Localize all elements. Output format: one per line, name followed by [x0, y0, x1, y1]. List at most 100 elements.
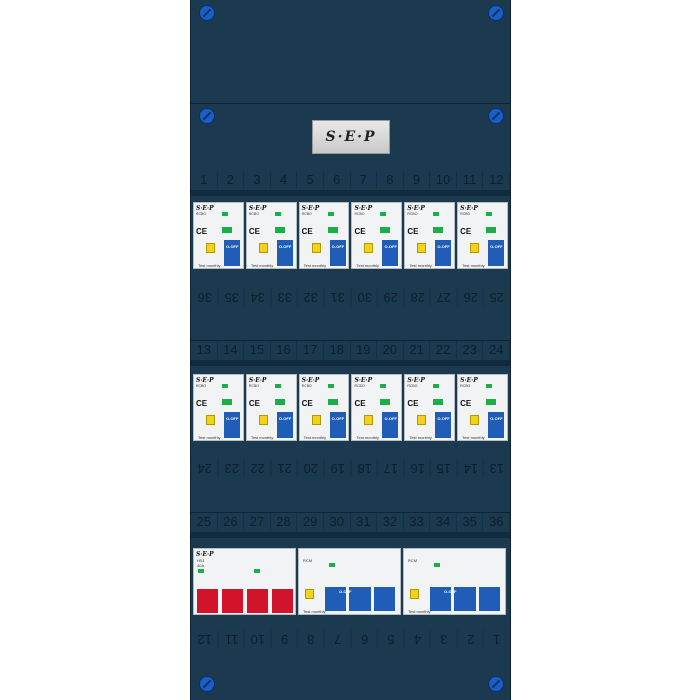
breaker-logo: S·E·P [460, 205, 478, 212]
test-button[interactable] [364, 243, 374, 253]
circuit-number: 25 [191, 513, 218, 531]
ce-mark: CE [407, 399, 419, 408]
breaker-logo: S·E·P [354, 205, 373, 212]
circuit-number: 5 [377, 630, 404, 648]
indicator [329, 563, 335, 567]
test-button[interactable] [470, 243, 480, 253]
test-label: Test monthly [303, 263, 327, 268]
circuit-number: 12 [191, 630, 218, 648]
circuit-number: 32 [297, 288, 324, 306]
circuit-number: 1 [483, 630, 510, 648]
breaker-handle[interactable]: O-OFF [224, 412, 240, 438]
breaker-handle[interactable]: O-OFF [329, 240, 346, 266]
test-button[interactable] [417, 415, 427, 425]
ce-mark: CE [248, 399, 260, 408]
rcd-handle[interactable] [430, 587, 500, 611]
test-label: Test monthly [198, 435, 221, 440]
circuit-number: 35 [457, 513, 484, 531]
breaker-handle[interactable]: O-OFF [276, 412, 293, 438]
breaker-handle[interactable]: O-OFF [224, 240, 240, 266]
test-button[interactable] [470, 415, 480, 425]
test-button[interactable] [364, 415, 374, 425]
main-switch-handle[interactable] [197, 589, 293, 613]
breaker-label: RCBO [407, 212, 418, 216]
indicator [380, 399, 391, 405]
circuit-number: 15 [244, 341, 271, 359]
main-switch[interactable]: S·E·P HS1 40A [193, 548, 296, 615]
breaker-logo: S·E·P [301, 377, 320, 384]
test-button[interactable] [258, 243, 268, 253]
screw-icon [199, 5, 215, 21]
breaker-logo: S·E·P [354, 377, 373, 384]
section-divider [191, 512, 510, 513]
off-label: O-OFF [384, 416, 397, 421]
off-label: O-OFF [331, 416, 345, 421]
circuit-number: 7 [323, 630, 351, 648]
circuit-number: 14 [456, 459, 484, 477]
breaker-handle[interactable]: O-OFF [435, 240, 452, 266]
ce-mark: CE [460, 227, 472, 236]
main-switch-rating: 40A [197, 563, 205, 568]
test-button[interactable] [417, 243, 427, 253]
breaker-logo: S·E·P [407, 205, 425, 212]
breaker-handle[interactable]: O-OFF [276, 240, 293, 266]
circuit-number: 8 [297, 630, 324, 648]
circuit-number: 24 [483, 341, 510, 359]
breaker-handle[interactable]: O-OFF [435, 412, 452, 438]
ce-mark: CE [460, 399, 472, 408]
test-button[interactable] [258, 415, 268, 425]
indicator [486, 227, 497, 233]
section-divider [191, 103, 510, 104]
test-label: Test monthly [409, 435, 432, 440]
test-button[interactable] [305, 589, 314, 599]
rcd-handle[interactable] [325, 587, 395, 611]
indicator [222, 227, 232, 233]
off-label: O-OFF [331, 244, 345, 249]
test-button[interactable] [410, 589, 419, 599]
breaker-label: RCBO [407, 384, 418, 388]
circuit-number: 20 [377, 341, 404, 359]
brand-plate: S·E·P [312, 120, 390, 154]
circuit-number: 11 [457, 171, 484, 189]
breaker-handle[interactable]: O-OFF [488, 412, 505, 438]
breaker-handle[interactable]: O-OFF [382, 240, 399, 266]
circuit-number: 9 [404, 171, 431, 189]
breaker-handle[interactable]: O-OFF [488, 240, 505, 266]
circuit-number: 9 [270, 630, 298, 648]
test-label: Test monthly [356, 263, 379, 268]
circuit-number: 26 [218, 513, 245, 531]
rcd-breaker[interactable]: RCM Test monthly O-OFF [298, 548, 401, 615]
circuit-number: 3 [430, 630, 457, 648]
breaker-logo: S·E·P [196, 377, 214, 384]
indicator [222, 399, 232, 405]
indicator [254, 569, 260, 573]
test-button[interactable] [206, 415, 215, 425]
circuit-number: 28 [403, 288, 431, 306]
off-label: O-OFF [490, 244, 503, 249]
breaker-handle[interactable]: O-OFF [329, 412, 346, 438]
circuit-number: 17 [377, 459, 404, 477]
breaker-handle[interactable]: O-OFF [382, 412, 399, 438]
test-button[interactable] [311, 243, 321, 253]
circuit-number: 27 [244, 513, 271, 531]
circuit-number: 18 [350, 459, 378, 477]
rcd-breaker[interactable]: RCM Test monthly O-OFF [403, 548, 506, 615]
circuit-number: 25 [483, 288, 510, 306]
test-button[interactable] [311, 415, 321, 425]
test-button[interactable] [206, 243, 215, 253]
